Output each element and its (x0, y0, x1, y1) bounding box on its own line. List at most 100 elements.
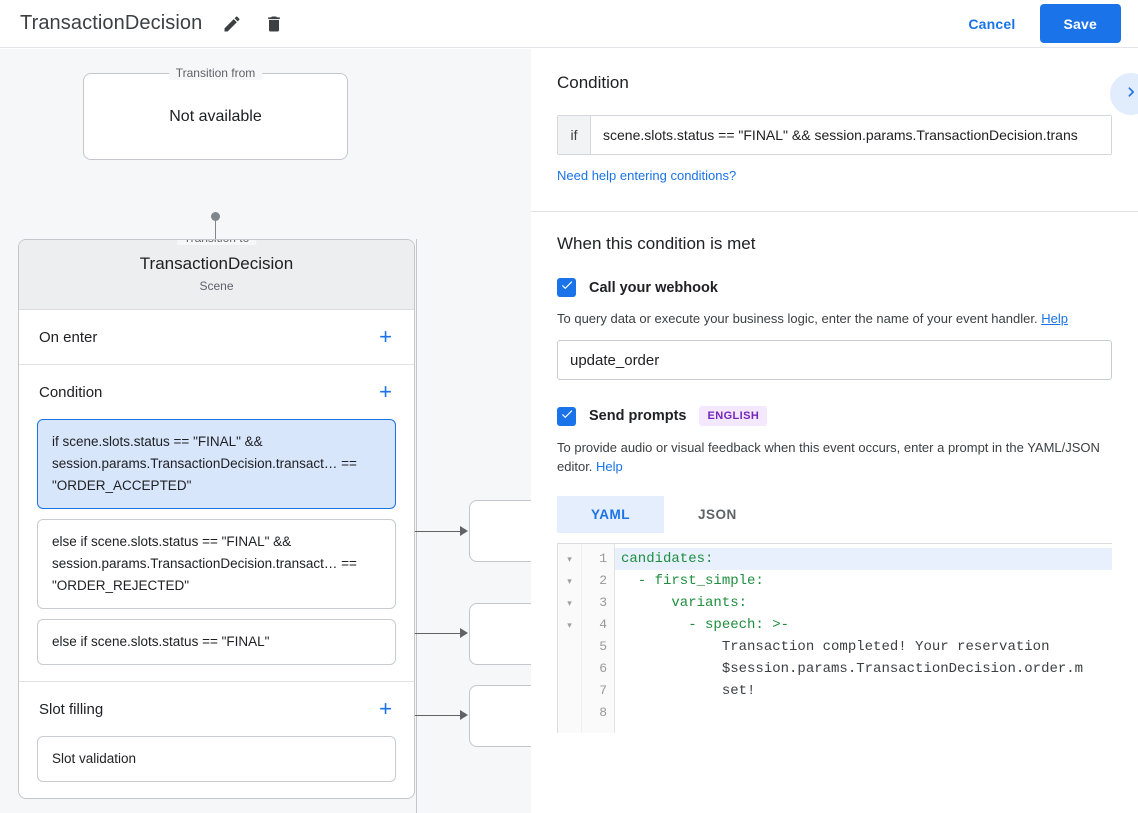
code-key: - speech: >- (621, 617, 790, 633)
editor-fold-gutter[interactable]: ▾ ▾ ▾ ▾ (558, 544, 582, 733)
edit-name-button[interactable] (220, 12, 244, 36)
fold-toggle[interactable]: ▾ (567, 575, 572, 586)
editor-format-tabs: YAML JSON (557, 496, 1112, 533)
scene-card-header: TransactionDecision Scene (19, 240, 414, 310)
check-icon (560, 407, 574, 426)
webhook-description: To query data or execute your business l… (557, 309, 1112, 328)
code-key: variants: (621, 595, 748, 611)
code-text: Transaction completed! Your reservation (621, 639, 1050, 655)
code-key: candidates: (621, 551, 714, 567)
condition-heading: Condition (557, 73, 629, 92)
top-bar: TransactionDecision Cancel Save (0, 0, 1138, 48)
code-line[interactable]: candidates: (615, 548, 1112, 570)
cancel-button[interactable]: Cancel (954, 8, 1029, 40)
transition-from-value: Not available (169, 107, 262, 125)
fold-toggle[interactable]: ▾ (567, 597, 572, 608)
line-number: 6 (599, 661, 607, 676)
condition-target-box[interactable] (469, 685, 531, 747)
line-number: 7 (599, 683, 607, 698)
canvas-inner: Transition from Not available (0, 49, 531, 813)
section-header: Condition + (19, 365, 414, 419)
page-title: TransactionDecision (20, 12, 203, 34)
fold-toggle[interactable]: ▾ (567, 553, 572, 564)
scene-section-slot-filling: Slot filling + Slot validation (19, 682, 414, 798)
editor-line-numbers: 1 2 3 4 5 6 7 8 (582, 544, 615, 733)
section-title: Condition (39, 383, 103, 401)
language-badge: ENGLISH (699, 406, 768, 426)
condition-section: Condition if Need help entering conditio… (531, 49, 1138, 212)
code-line[interactable]: - speech: >- (615, 614, 1112, 636)
code-text: $session.params.TransactionDecision.orde… (621, 661, 1084, 677)
save-button[interactable]: Save (1039, 4, 1121, 43)
transition-to-legend: Transition to (176, 240, 257, 245)
condition-arrowhead (460, 710, 468, 720)
code-line[interactable]: - first_simple: (615, 570, 1112, 592)
code-line[interactable]: $session.params.TransactionDecision.orde… (615, 658, 1112, 680)
condition-target-box[interactable] (469, 603, 531, 665)
prompts-help-link[interactable]: Help (596, 459, 623, 474)
connector-dot-top (211, 212, 220, 221)
line-number: 8 (599, 705, 607, 720)
scene-name: TransactionDecision (139, 254, 294, 273)
add-condition-button[interactable]: + (379, 379, 392, 404)
scene-graph-canvas[interactable]: Transition from Not available (0, 49, 531, 813)
prompts-description: To provide audio or visual feedback when… (557, 438, 1112, 476)
prompts-description-text: To provide audio or visual feedback when… (557, 440, 1100, 474)
section-title: On enter (39, 328, 98, 346)
condition-item[interactable]: else if scene.slots.status == "FINAL" (37, 619, 396, 665)
condition-field-row: if (557, 115, 1112, 155)
trash-icon (264, 14, 284, 34)
condition-help-link[interactable]: Need help entering conditions? (557, 168, 737, 183)
condition-arrow-line (398, 633, 462, 634)
scene-card[interactable]: Transition to TransactionDecision Scene … (18, 239, 415, 799)
fold-toggle[interactable]: ▾ (567, 619, 572, 630)
transition-from-legend: Transition from (168, 66, 263, 80)
line-number: 4 (599, 617, 607, 632)
code-line[interactable]: Transaction completed! Your reservation (615, 636, 1112, 658)
condition-arrow-line (398, 531, 462, 532)
condition-item[interactable]: else if scene.slots.status == "FINAL" &&… (37, 519, 396, 609)
code-text: set! (621, 683, 756, 699)
code-line[interactable]: variants: (615, 592, 1112, 614)
send-prompts-label: Send prompts (589, 408, 687, 424)
slot-validation-item[interactable]: Slot validation (37, 736, 396, 782)
condition-arrow-line (398, 715, 462, 716)
transition-from-card[interactable]: Transition from Not available (83, 66, 348, 160)
tab-json[interactable]: JSON (664, 496, 771, 533)
slot-filling-list: Slot validation (19, 736, 414, 798)
editor-code-area[interactable]: candidates: - first_simple: variants: - … (615, 544, 1112, 733)
line-number: 5 (599, 639, 607, 654)
line-number: 2 (599, 573, 607, 588)
next-panel-button[interactable] (1110, 73, 1138, 115)
webhook-help-link[interactable]: Help (1041, 311, 1068, 326)
condition-target-box[interactable] (469, 500, 531, 562)
pencil-icon (222, 14, 242, 34)
code-line[interactable]: set! (615, 680, 1112, 702)
section-header: On enter + (19, 310, 414, 364)
add-on-enter-button[interactable]: + (379, 324, 392, 349)
tab-yaml[interactable]: YAML (557, 496, 665, 533)
scene-section-on-enter: On enter + (19, 310, 414, 365)
condition-arrowhead (460, 526, 468, 536)
condition-arrowhead (460, 628, 468, 638)
call-webhook-checkbox[interactable] (557, 278, 576, 297)
add-slot-filling-button[interactable]: + (379, 696, 392, 721)
condition-if-prefix: if (558, 116, 591, 154)
webhook-description-text: To query data or execute your business l… (557, 311, 1038, 326)
section-title: Slot filling (39, 700, 104, 718)
delete-button[interactable] (262, 12, 286, 36)
webhook-handler-input[interactable] (557, 340, 1112, 380)
scene-type: Scene (199, 279, 234, 293)
check-icon (560, 278, 574, 297)
send-prompts-checkbox[interactable] (557, 406, 576, 426)
yaml-editor[interactable]: ▾ ▾ ▾ ▾ 1 2 3 4 5 6 7 8 candidates: (557, 543, 1112, 733)
condition-input[interactable] (591, 116, 1111, 154)
when-condition-met-heading: When this condition is met (557, 234, 756, 253)
chevron-right-icon (1121, 82, 1138, 107)
line-number: 1 (599, 551, 607, 566)
when-condition-met-section: When this condition is met Call your web… (531, 212, 1138, 733)
connector-line-vertical (215, 217, 216, 260)
condition-item-selected[interactable]: if scene.slots.status == "FINAL" && sess… (37, 419, 396, 509)
code-line[interactable] (615, 702, 1112, 724)
section-header: Slot filling + (19, 682, 414, 736)
